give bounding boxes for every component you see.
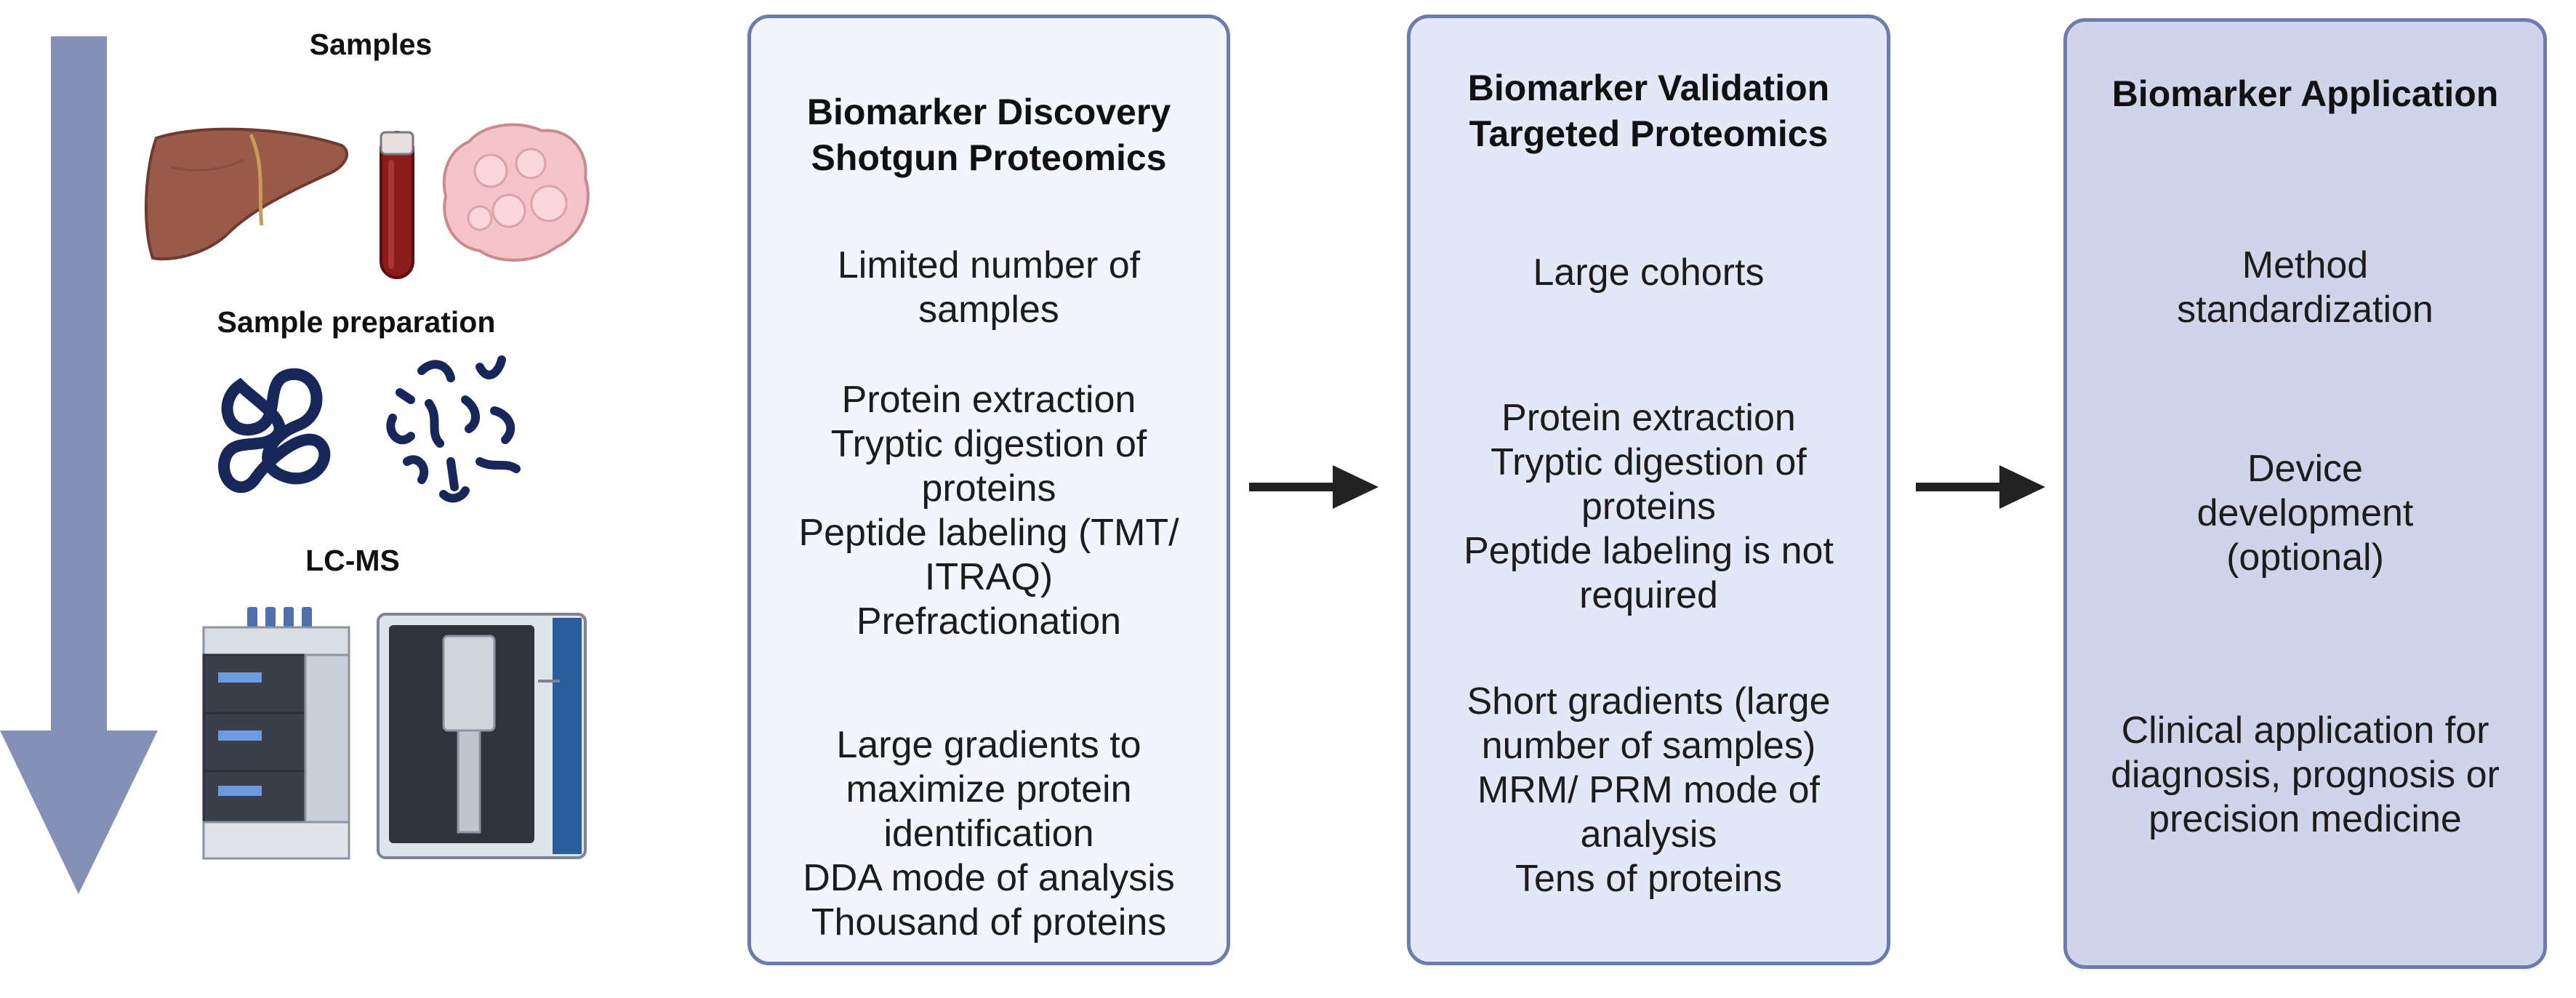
panel-text-group: Limited number of samples (837, 244, 1141, 331)
samples-label: Samples (309, 28, 433, 61)
panel-title: Biomarker Validation Targeted Proteomics (1467, 68, 1830, 154)
panel-title: Biomarker Discovery Shotgun Proteomics (806, 92, 1171, 178)
folded-protein-icon (218, 368, 331, 494)
biomarker-validation-panel: Biomarker Validation Targeted Proteomics… (1407, 15, 1890, 965)
blood-tube-icon (380, 131, 414, 279)
lc-ms-label: LC-MS (305, 544, 400, 577)
digested-peptides-icon (386, 355, 521, 503)
liver-icon (144, 127, 349, 261)
workflow-down-arrow-icon (0, 36, 158, 894)
sample-preparation-label: Sample preparation (217, 305, 496, 339)
panel-text-group: Method standardization (2177, 244, 2433, 331)
panel-text-group: Device development (optional) (2196, 448, 2414, 579)
tissue-icon (442, 123, 590, 262)
panel-text-group: Short gradients (large number of samples… (1466, 680, 1831, 900)
ms-instrument-icon (377, 613, 587, 859)
panel-text-group: Large cohorts (1533, 251, 1765, 294)
panel-title: Biomarker Application (2111, 73, 2499, 114)
panel-text-group: Protein extraction Tryptic digestion of … (798, 379, 1179, 643)
biomarker-application-panel: Biomarker Application Method standardiza… (2063, 18, 2547, 969)
panel-text-group: Clinical application for diagnosis, prog… (2111, 709, 2500, 840)
right-arrow-icon (1916, 465, 2045, 509)
right-arrow-icon (1249, 465, 1379, 509)
panel-text-group: Protein extraction Tryptic digestion of … (1464, 397, 1834, 616)
lc-instrument-icon (202, 607, 350, 860)
biomarker-discovery-panel: Biomarker Discovery Shotgun Proteomics L… (747, 15, 1230, 965)
panel-text-group: Large gradients to maximize protein iden… (803, 724, 1175, 943)
